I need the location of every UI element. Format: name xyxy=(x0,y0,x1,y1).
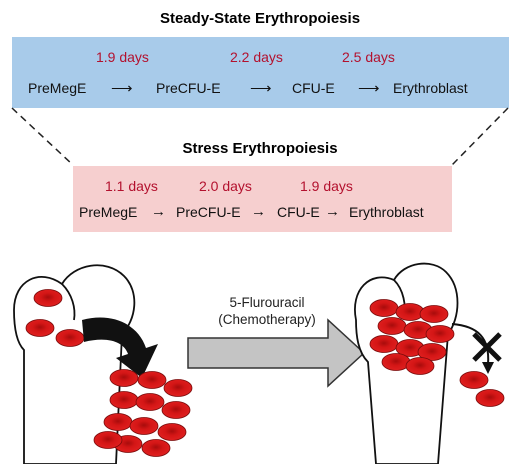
treatment-arrow-icon xyxy=(187,318,366,388)
steady-days-3: 2.5 days xyxy=(342,49,395,65)
stress-arrow-3: → xyxy=(325,203,340,220)
steady-title: Steady-State Erythropoiesis xyxy=(159,10,361,27)
steady-stage-cfue: CFU-E xyxy=(292,80,335,96)
bone-icon-left xyxy=(13,264,136,464)
stress-arrow-2: → xyxy=(251,203,266,220)
steady-days-2: 2.2 days xyxy=(230,49,283,65)
stress-title: Stress Erythropoiesis xyxy=(182,140,338,157)
bone-illustration xyxy=(13,262,505,464)
steady-arrow-2: ⟶ xyxy=(250,80,272,97)
steady-panel: 1.9 days 2.2 days 2.5 days PreMegE ⟶ Pre… xyxy=(12,37,509,108)
stress-days-1: 1.1 days xyxy=(105,178,158,194)
stress-stage-erythroblast: Erythroblast xyxy=(349,204,424,220)
stress-stage-precfue: PreCFU-E xyxy=(176,204,241,220)
treatment-drug: 5-Flurouracil xyxy=(229,295,305,310)
stress-stage-premege: PreMegE xyxy=(79,204,138,220)
stress-days-3: 1.9 days xyxy=(300,178,353,194)
block-x-icon xyxy=(451,323,502,374)
steady-arrow-3: ⟶ xyxy=(358,80,380,97)
curved-arrow-icon xyxy=(82,317,158,378)
steady-arrow-1: ⟶ xyxy=(111,80,133,97)
red-blood-cell-icon-group-outside-right xyxy=(459,371,505,407)
stress-stage-cfue: CFU-E xyxy=(277,204,320,220)
treatment-label: 5-Flurouracil (Chemotherapy) xyxy=(196,294,338,328)
steady-days-1: 1.9 days xyxy=(96,49,149,65)
stress-arrow-1: → xyxy=(151,203,166,220)
stress-days-2: 2.0 days xyxy=(199,178,252,194)
stress-panel: 1.1 days 2.0 days 1.9 days PreMegE → Pre… xyxy=(73,166,452,232)
steady-stage-precfue: PreCFU-E xyxy=(156,80,221,96)
treatment-type: (Chemotherapy) xyxy=(218,312,316,327)
steady-stage-premege: PreMegE xyxy=(28,80,87,96)
steady-stage-erythroblast: Erythroblast xyxy=(393,80,468,96)
